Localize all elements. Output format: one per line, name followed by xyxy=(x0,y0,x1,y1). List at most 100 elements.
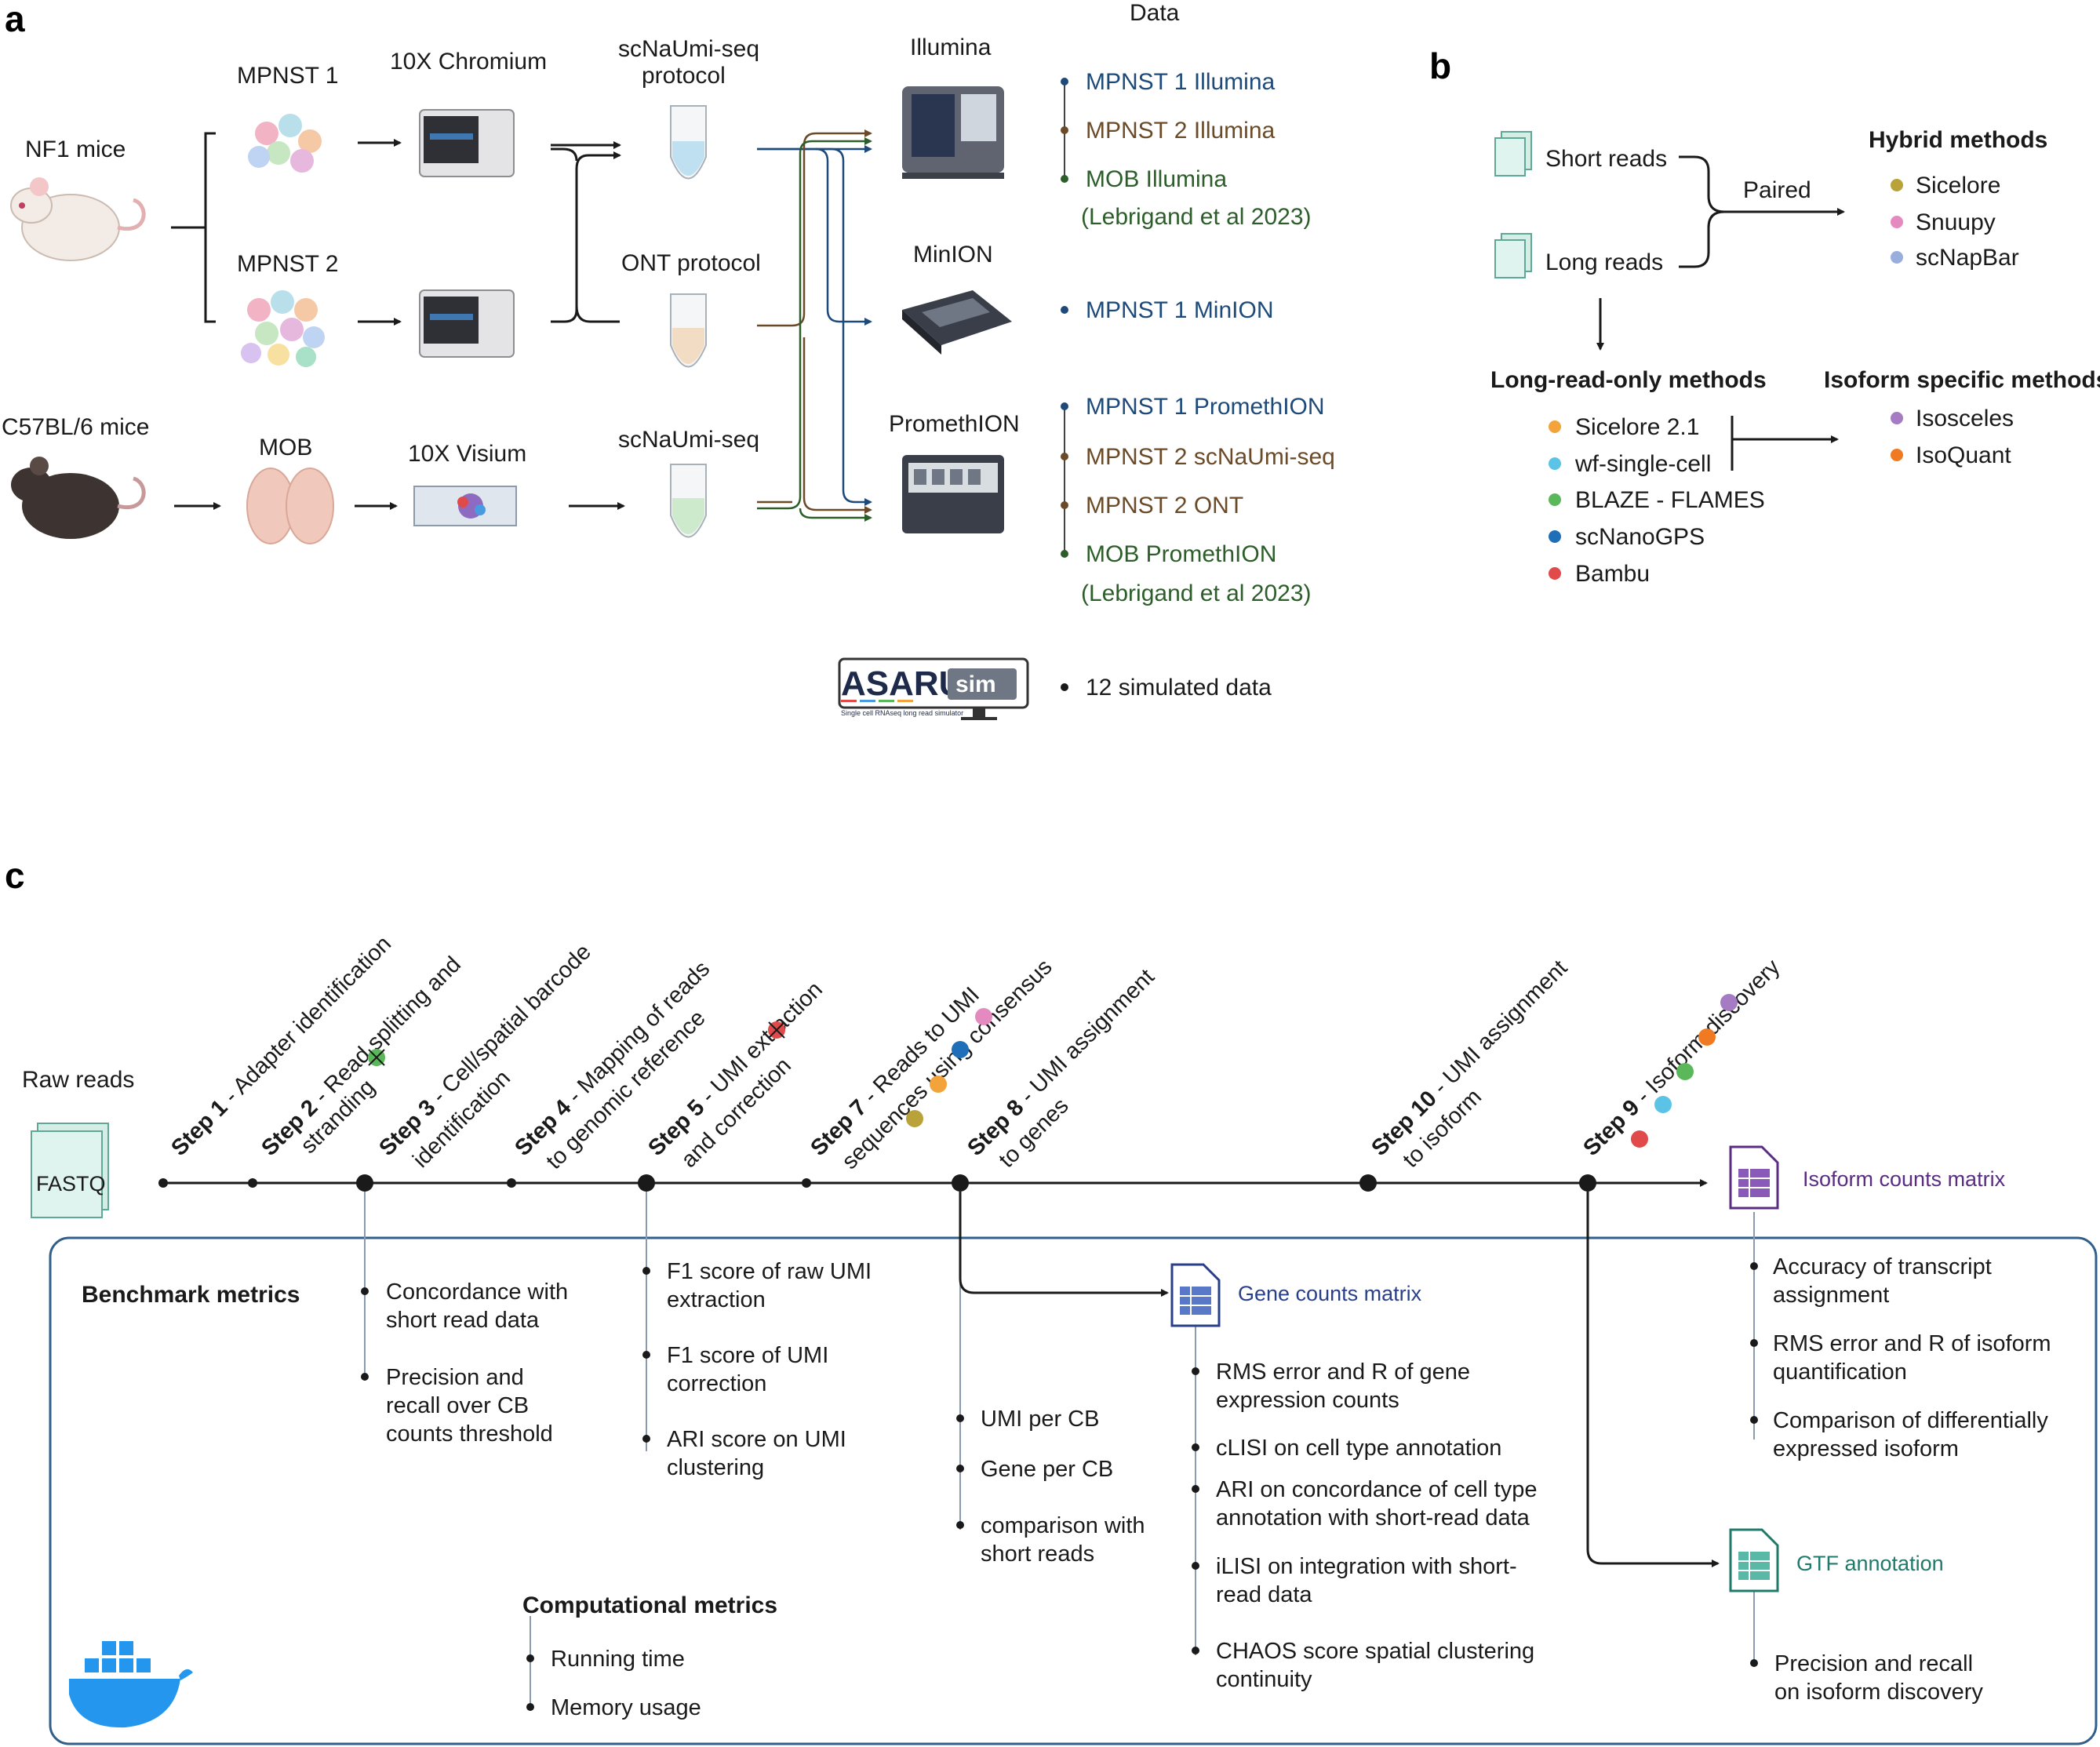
mob-label: MOB xyxy=(259,435,312,460)
computational-title: Computational metrics xyxy=(522,1592,777,1618)
chromium-label: 10X Chromium xyxy=(390,49,547,75)
benchmark-title: Benchmark metrics xyxy=(82,1282,300,1308)
brain-tissue-icon xyxy=(246,468,334,544)
panel-a-letter: a xyxy=(5,0,25,39)
hybrid-title: Hybrid methods xyxy=(1869,127,2047,153)
panel-c-letter: c xyxy=(5,855,25,896)
gene-matrix-label: Gene counts matrix xyxy=(1238,1282,1422,1305)
panel-b-letter: b xyxy=(1429,45,1451,86)
long-reads-label: Long reads xyxy=(1545,249,1663,275)
dataset-mpnst2-ont: MPNST 2 ONT xyxy=(1086,493,1243,519)
longonly-title: Long-read-only methods xyxy=(1490,367,1767,393)
short-reads-icon xyxy=(1494,131,1532,177)
minion-label: MinION xyxy=(913,242,993,268)
isoform-methods-list: Isosceles IsoQuant xyxy=(1891,406,2014,468)
metric-item: UMI per CB xyxy=(981,1407,1099,1432)
step8-label: Step 8 - UMI assignment xyxy=(963,964,1159,1161)
chromium-instrument-icon xyxy=(419,109,515,177)
gtf-file-icon xyxy=(1729,1528,1779,1592)
mpnst1-label: MPNST 1 xyxy=(237,63,338,89)
docker-whale-icon xyxy=(69,1641,193,1728)
dataset-mob-illumina: MOB Illumina xyxy=(1086,166,1227,192)
method-snuupy: Snuupy xyxy=(1916,209,1996,235)
visium-slide-icon xyxy=(413,486,517,526)
metric-item: cLISI on cell type annotation xyxy=(1216,1436,1501,1461)
metric-running-time: Running time xyxy=(551,1647,685,1672)
asaru-sim-logo: ASARU sim Single cell RNAseq long read s… xyxy=(838,657,1029,720)
benchmark-frame xyxy=(49,1236,2098,1745)
ont-protocol-label: ONT protocol xyxy=(621,250,761,276)
cells-cluster-icon xyxy=(248,114,322,173)
step10-label: Step 10 - UMI assignment xyxy=(1367,955,1572,1161)
illumina-sequencer-icon xyxy=(902,86,1004,179)
svg-text:sim: sim xyxy=(955,672,996,697)
dataset-illumina-ref: (Lebrigand et al 2023) xyxy=(1081,204,1312,230)
isoform-title: Isoform specific methods xyxy=(1824,367,2100,393)
raw-reads-label: Raw reads xyxy=(22,1067,134,1093)
fastq-file-icon: FASTQ xyxy=(31,1123,109,1218)
method-scnapbar: scNapBar xyxy=(1916,245,2019,271)
white-mouse-icon xyxy=(10,177,146,261)
step7-label: Step 7 - Reads to UMI xyxy=(806,982,984,1161)
panel-a: a Data NF1 mice C57BL/6 mice MPNST 1 M xyxy=(2,0,1335,720)
method-sicelore: Sicelore xyxy=(1916,173,2000,198)
svg-text:Single cell RNAseq long read s: Single cell RNAseq long read simulator xyxy=(841,709,963,717)
hybrid-methods-list: Sicelore Snuupy scNapBar xyxy=(1891,173,2019,271)
mpnst2-label: MPNST 2 xyxy=(237,251,338,277)
dataset-mpnst1-promethion: MPNST 1 PromethION xyxy=(1086,394,1325,420)
method-isoquant: IsoQuant xyxy=(1916,442,2011,468)
paired-label: Paired xyxy=(1743,177,1811,203)
gtf-label: GTF annotation xyxy=(1796,1552,1944,1575)
cells-cluster-icon xyxy=(241,290,325,367)
tube-icon xyxy=(670,464,707,538)
method-scnanogps: scNanoGPS xyxy=(1575,524,1705,550)
tube-icon xyxy=(670,105,707,180)
method-wf-single-cell: wf-single-cell xyxy=(1574,451,1711,477)
isoform-matrix-icon xyxy=(1729,1145,1779,1210)
scnaumi-protocol-label-line1: scNaUmi-seq xyxy=(618,36,759,62)
promethion-sequencer-icon xyxy=(902,455,1004,533)
step-labels: Step 1 - Adapter identification Step 2 -… xyxy=(166,931,1785,1174)
illumina-label: Illumina xyxy=(910,35,992,60)
scnaumi-protocol-label-line2: protocol xyxy=(642,63,726,89)
timeline-nodes xyxy=(158,1174,1596,1192)
dataset-mpnst1-minion: MPNST 1 MinION xyxy=(1086,297,1274,323)
tube-icon xyxy=(670,293,707,368)
promethion-label: PromethION xyxy=(889,411,1020,437)
panel-c: c Raw reads FASTQ Step 1 - Adapter ident… xyxy=(5,855,2098,1745)
step7-method-dots xyxy=(906,1008,992,1127)
fastq-label: FASTQ xyxy=(36,1172,106,1196)
dataset-mpnst2-scnaumi: MPNST 2 scNaUmi-seq xyxy=(1086,444,1335,470)
dataset-mpnst1-illumina: MPNST 1 Illumina xyxy=(1086,69,1276,95)
panel-b: b Short reads Long reads Paired Hybrid m… xyxy=(1429,45,2100,587)
visium-label: 10X Visium xyxy=(408,441,526,467)
metric-memory-usage: Memory usage xyxy=(551,1695,701,1720)
minion-sequencer-icon xyxy=(902,290,1012,355)
long-reads-icon xyxy=(1494,233,1532,278)
data-header: Data xyxy=(1130,0,1180,26)
method-bambu: Bambu xyxy=(1575,561,1650,587)
scnaumi-label: scNaUmi-seq xyxy=(618,427,759,453)
chromium-instrument-icon xyxy=(419,289,515,358)
metric-item: Gene per CB xyxy=(981,1457,1113,1482)
longonly-methods-list: Sicelore 2.1 wf-single-cell BLAZE - FLAM… xyxy=(1549,414,1765,587)
dataset-promethion-ref: (Lebrigand et al 2023) xyxy=(1081,581,1312,606)
c57-mice-label: C57BL/6 mice xyxy=(2,414,149,440)
isoform-matrix-label: Isoform counts matrix xyxy=(1803,1167,2006,1191)
short-reads-label: Short reads xyxy=(1545,146,1667,172)
step3-label: Step 3 - Cell/spatial barcode xyxy=(374,939,596,1161)
nf1-mice-label: NF1 mice xyxy=(25,136,126,162)
